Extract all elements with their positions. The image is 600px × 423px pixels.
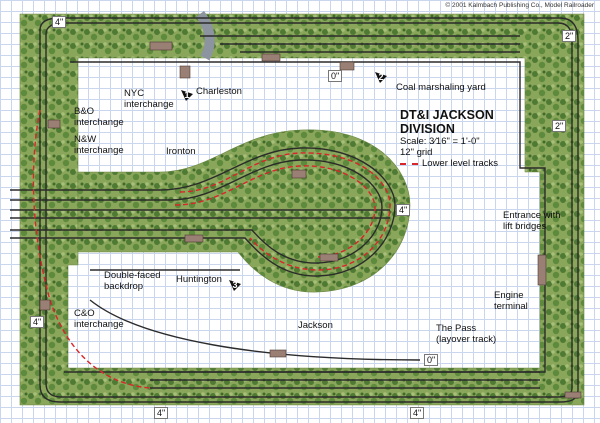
camera-arrow-icon [229, 280, 241, 291]
elevation-marker: 4" [30, 316, 45, 328]
label-co-interchange: C&O interchange [74, 308, 124, 330]
label-nyc-interchange: NYC interchange [124, 88, 174, 110]
elevation-marker: 4" [52, 16, 67, 28]
label-jackson: Jackson [298, 320, 333, 331]
elevation-marker: 4" [410, 407, 425, 419]
label-the-pass: The Pass (layover track) [436, 323, 497, 345]
label-huntington: Huntington [176, 274, 222, 285]
elevation-marker: 4" [154, 407, 169, 419]
label-double-faced-backdrop: Double-faced backdrop [104, 270, 161, 292]
legend-grid: 12" grid [400, 147, 433, 158]
label-nw-interchange: N&W interchange [74, 134, 124, 156]
elevation-marker: 4" [396, 204, 411, 216]
legend-lower-level: Lower level tracks [400, 158, 530, 169]
label-ironton: Ironton [166, 146, 196, 157]
elevation-marker: 2" [562, 30, 577, 42]
scene-number: 2 [378, 72, 384, 82]
label-engine-terminal: Engine terminal [494, 290, 528, 312]
lower-level-swatch [400, 162, 418, 165]
scene-1-badge: 1 [180, 88, 194, 102]
scenery-outer [19, 13, 585, 406]
copyright-text: © 2001 Kalmbach Publishing Co., Model Ra… [445, 2, 594, 9]
structures [39, 41, 582, 399]
elevation-marker: 2" [552, 120, 567, 132]
scene-number: 1 [184, 90, 190, 100]
elevation-marker: 0" [424, 354, 439, 366]
label-entrance: Entrance with lift bridges [503, 210, 561, 232]
scene-2-badge: 2 [374, 70, 388, 84]
legend-lower-level-label: Lower level tracks [422, 158, 499, 169]
scene-number: 3 [232, 280, 238, 290]
legend-scale: Scale: 3⁄16" = 1'-0" [400, 136, 480, 147]
scene-3-badge: 3 [228, 278, 242, 292]
label-charleston: Charleston [196, 86, 242, 97]
camera-arrow-icon [181, 90, 193, 101]
label-coal-yard: Coal marshaling yard [396, 82, 486, 93]
camera-arrow-icon [375, 72, 387, 83]
label-bo-interchange: B&O interchange [74, 106, 124, 128]
legend-title: DT&I JACKSON DIVISION [400, 108, 494, 136]
legend: DT&I JACKSON DIVISION Scale: 3⁄16" = 1'-… [400, 108, 530, 169]
lower-level-tracks [32, 109, 391, 389]
elevation-marker: 0" [328, 70, 343, 82]
